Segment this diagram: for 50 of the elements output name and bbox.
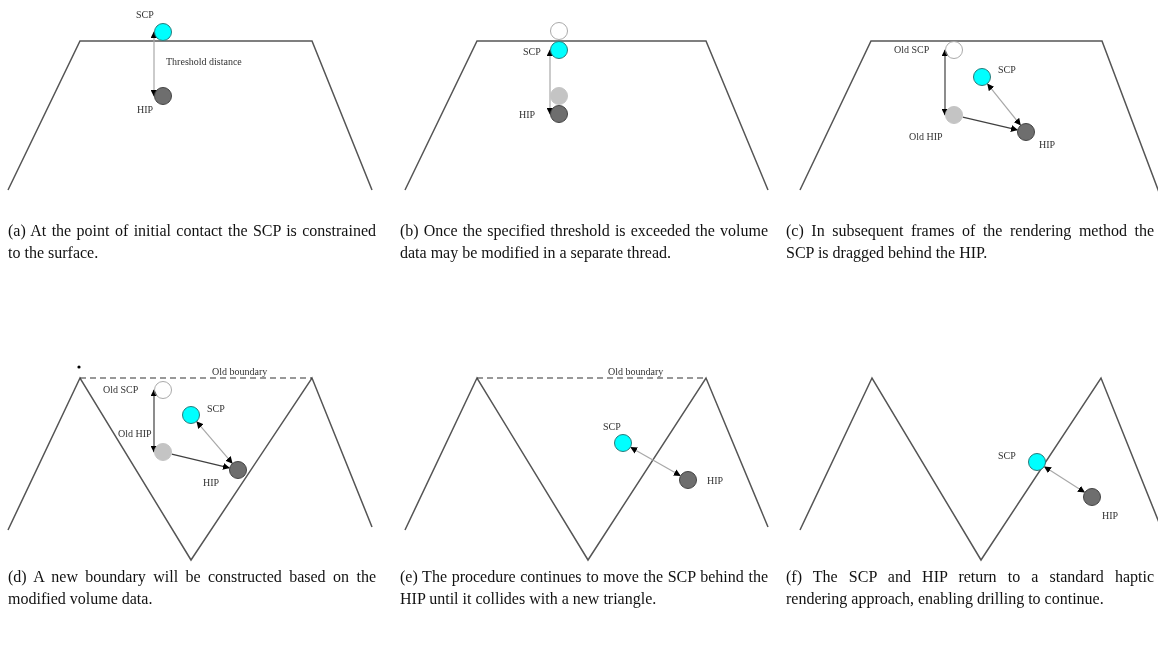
point-label: HIP [707, 475, 724, 487]
haptic-point-circle [550, 105, 568, 123]
arrow [150, 31, 158, 97]
previous-point-circle [154, 443, 172, 461]
arrow [150, 389, 158, 453]
edge-label: Threshold distance [166, 56, 242, 68]
arrow [546, 49, 554, 115]
point-label: Old HIP [118, 428, 152, 440]
arrow [1044, 466, 1085, 493]
point-label: Old HIP [909, 131, 943, 143]
point-label: SCP [603, 421, 621, 433]
previous-point-circle [550, 87, 568, 105]
point-label: Old SCP [103, 384, 139, 396]
proxy-point-circle [973, 68, 991, 86]
arrow [987, 83, 1021, 126]
arrow [630, 446, 681, 477]
haptic-point-circle [1017, 123, 1035, 141]
proxy-point-circle [1028, 453, 1046, 471]
haptic-point-circle [229, 461, 247, 479]
arrow [962, 116, 1018, 132]
previous-point-circle [945, 106, 963, 124]
point-label: SCP [136, 9, 154, 21]
haptic-point-circle [679, 471, 697, 489]
boundary-label: Old boundary [212, 366, 268, 378]
point-label: SCP [998, 450, 1016, 462]
point-label: HIP [203, 477, 220, 489]
point-label: Old SCP [894, 44, 930, 56]
subfigure-caption: (f) The SCP and HIP return to a standard haptic rendering approach, enabling drilling to continue. [786, 567, 1154, 610]
haptic-point-circle [1083, 488, 1101, 506]
haptic-point-circle [154, 87, 172, 105]
subfigure-caption: (d) A new boundary will be constructed based on the modified volume data. [8, 567, 376, 609]
proxy-point-circle [550, 41, 568, 59]
point-label: HIP [519, 109, 536, 121]
subfigure-caption: (e) The procedure continues to move the SCP behind the HIP until it collides with a new triangle. [400, 567, 768, 610]
proxy-point-circle [614, 434, 632, 452]
point-label: HIP [1039, 139, 1056, 151]
boundary-label: Old boundary [608, 366, 664, 378]
subfigure-caption: (b) Once the specified threshold is exceeded the volume data may be modified in a separate thread. [400, 221, 768, 264]
point-label: HIP [137, 104, 154, 116]
point-label: SCP [207, 403, 225, 415]
arrow [941, 49, 949, 116]
point-label: SCP [523, 46, 541, 58]
proxy-point-circle [182, 406, 200, 424]
point-label: SCP [998, 64, 1016, 76]
subfigure-caption: (c) In subsequent frames of the rendering method the SCP is dragged behind the HIP. [786, 221, 1154, 264]
arrow [196, 421, 233, 464]
point-label: HIP [1102, 510, 1119, 522]
arrow [171, 453, 230, 470]
proxy-point-circle [154, 23, 172, 41]
subfigure-caption: (a) At the point of initial contact the SCP is constrained to the surface. [8, 221, 376, 263]
